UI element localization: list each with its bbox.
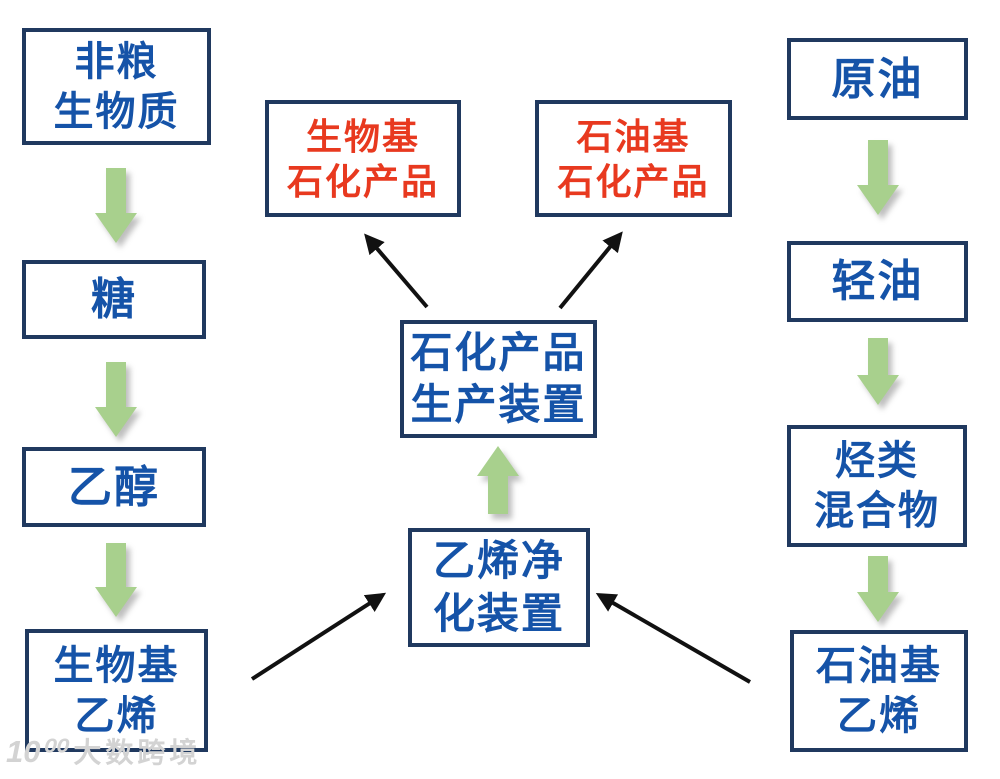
node-petrochemical-production-unit-label: 石化产品 生产装置 (410, 328, 587, 429)
watermark-logo: 10⁰⁰ (6, 734, 66, 769)
node-petrochemical-production-unit: 石化产品 生产装置 (400, 320, 597, 438)
node-hydrocarbon-mixture: 烃类 混合物 (787, 425, 967, 547)
node-petro-petrochemicals-label: 石油基 石化产品 (557, 115, 710, 202)
node-sugar: 糖 (22, 260, 206, 339)
node-bio-petrochemicals: 生物基 石化产品 (265, 100, 461, 217)
arrow-hydrocarbon-to-petro-ethylene (857, 556, 899, 622)
node-hydrocarbon-mixture-label: 烃类 混合物 (814, 439, 940, 533)
node-bio-ethylene: 生物基 乙烯 (25, 629, 208, 752)
node-sugar-label: 糖 (91, 275, 137, 324)
arrow-crude-oil-to-light-oil (857, 140, 899, 215)
arrow-petro-ethylene-to-purification (595, 593, 751, 684)
arrow-production-to-petro-petrochemicals (558, 231, 623, 310)
arrow-light-oil-to-hydrocarbon (857, 338, 899, 405)
node-ethanol-label: 乙醇 (68, 462, 160, 512)
node-ethylene-purification-unit: 乙烯净 化装置 (408, 528, 590, 647)
node-ethanol: 乙醇 (22, 447, 206, 527)
watermark-text: 大数跨境 (73, 736, 202, 768)
node-petro-ethylene-label: 石油基 乙烯 (816, 644, 942, 738)
node-non-grain-biomass: 非粮 生物质 (22, 28, 211, 145)
watermark: 10⁰⁰ 大数跨境 (6, 736, 201, 767)
node-non-grain-biomass-label: 非粮 生物质 (53, 39, 180, 134)
arrow-bio-ethylene-to-purification (250, 592, 387, 681)
node-petro-ethylene: 石油基 乙烯 (790, 630, 968, 752)
node-light-oil-label: 轻油 (831, 257, 924, 306)
arrow-production-to-bio-petrochemicals (364, 233, 429, 309)
node-crude-oil-label: 原油 (831, 54, 924, 104)
node-crude-oil: 原油 (787, 38, 968, 120)
arrow-ethanol-to-bio-ethylene (95, 543, 137, 617)
node-bio-ethylene-label: 生物基 乙烯 (53, 643, 180, 738)
arrow-biomass-to-sugar (95, 168, 137, 243)
node-ethylene-purification-unit-label: 乙烯净 化装置 (432, 537, 565, 637)
node-bio-petrochemicals-label: 生物基 石化产品 (286, 115, 439, 202)
arrow-sugar-to-ethanol (95, 362, 137, 437)
node-petro-petrochemicals: 石油基 石化产品 (535, 100, 732, 217)
node-light-oil: 轻油 (787, 241, 968, 322)
arrow-purification-to-production (477, 446, 519, 514)
